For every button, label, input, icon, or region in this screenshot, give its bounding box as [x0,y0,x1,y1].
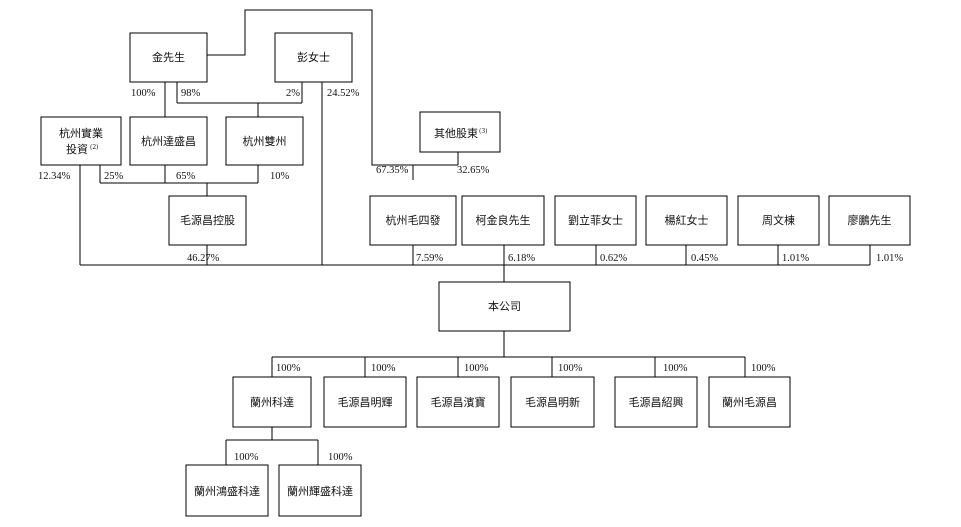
entity-label: 毛源昌明輝 [338,395,393,409]
entity-label: 彭女士 [297,50,330,64]
entity-box-kim: 金先生 [129,32,208,83]
entity-label: 毛源昌控股 [180,213,235,227]
entity-box-mao-mingyao: 毛源昌明輝 [323,376,407,428]
percentage-label: 1.01% [782,253,809,264]
entity-box-mao-shaoxing: 毛源昌紹興 [614,376,698,428]
percentage-label: 10% [270,171,290,182]
percentage-label: 100% [558,363,583,374]
entity-label: 柯金良先生 [476,213,531,227]
percentage-label: 32.65% [457,165,490,176]
entity-box-peng: 彭女士 [274,32,353,83]
entity-label: 毛源昌紹興 [629,395,684,409]
entity-label: 楊紅女士 [665,213,709,227]
percentage-label: 100% [328,452,353,463]
entity-label: 蘭州輝盛科達 [287,484,353,498]
percentage-label: 0.45% [691,253,718,264]
entity-box-others: 其他股東 (3) [419,111,501,153]
percentage-labels: 100% 98% 2% 24.52% 12.34% 25% 65% 10% 67… [38,88,903,463]
entity-box-hz-shuangzhou: 杭州雙州 [225,116,304,166]
connector-lines [79,9,871,465]
entity-box-mao-mingxin: 毛源昌明新 [510,376,595,428]
percentage-label: 98% [181,88,201,99]
entity-box-hz-dasheng: 杭州達盛昌 [129,116,208,166]
percentage-label: 65% [176,171,196,182]
entity-label: 杭州達盛昌 [141,134,196,148]
entity-label: 杭州雙州 [243,134,287,148]
percentage-label: 6.18% [508,253,535,264]
entity-box-company: 本公司 [438,281,571,332]
entity-box-lz-hongsheng: 蘭州鴻盛科達 [185,464,269,517]
entity-box-liu: 劉立菲女士 [554,195,637,246]
entity-label: 杭州實業 [59,126,103,140]
entity-label: 蘭州科達 [250,395,294,409]
percentage-label: 2% [286,88,300,99]
percentage-label: 100% [276,363,301,374]
entity-label: 周文棟 [762,213,795,227]
entity-label: 蘭州鴻盛科達 [194,484,260,498]
percentage-label: 0.62% [600,253,627,264]
entity-label: 其他股東 [434,127,478,140]
percentage-label: 100% [464,363,489,374]
footnote-marker: (2) [90,144,99,151]
percentage-label: 1.01% [876,253,903,264]
percentage-label: 25% [104,171,124,182]
entity-label: 本公司 [488,299,521,313]
entity-box-liao: 廖鵬先生 [828,195,911,246]
entity-box-hz-maosifa: 杭州毛四發 [369,195,457,246]
entity-box-lz-mao: 蘭州毛源昌 [708,376,791,428]
entity-label: 金先生 [152,50,185,64]
percentage-label: 100% [663,363,688,374]
entity-box-lz-huisheng: 蘭州輝盛科達 [278,464,362,517]
entity-label: 劉立菲女士 [568,213,623,227]
entity-box-yang: 楊紅女士 [645,195,728,246]
entity-box-ke: 柯金良先生 [461,195,545,246]
entity-box-zhou: 周文棟 [737,195,820,246]
entity-label: 投資 [66,142,88,156]
entity-box-mao-holding: 毛源昌控股 [168,195,247,246]
entity-label: 廖鵬先生 [848,213,892,227]
entity-label: 毛源昌明新 [525,395,580,409]
entity-label: 毛源昌濱寶 [431,395,486,409]
percentage-label: 46.27% [187,253,220,264]
percentage-label: 67.35% [376,165,409,176]
entity-box-mao-binbao: 毛源昌濱寶 [416,376,500,428]
percentage-label: 7.59% [416,253,443,264]
footnote-marker: (3) [479,128,488,135]
entity-box-hz-shiye: 杭州實業 投資 (2) [40,116,122,166]
entity-label: 杭州毛四發 [386,213,441,227]
percentage-label: 12.34% [38,171,71,182]
percentage-label: 100% [234,452,259,463]
percentage-label: 100% [751,363,776,374]
percentage-label: 100% [371,363,396,374]
percentage-label: 24.52% [327,88,360,99]
entity-label: 蘭州毛源昌 [722,395,777,409]
entity-box-lz-keda: 蘭州科達 [232,376,312,428]
percentage-label: 100% [131,88,156,99]
